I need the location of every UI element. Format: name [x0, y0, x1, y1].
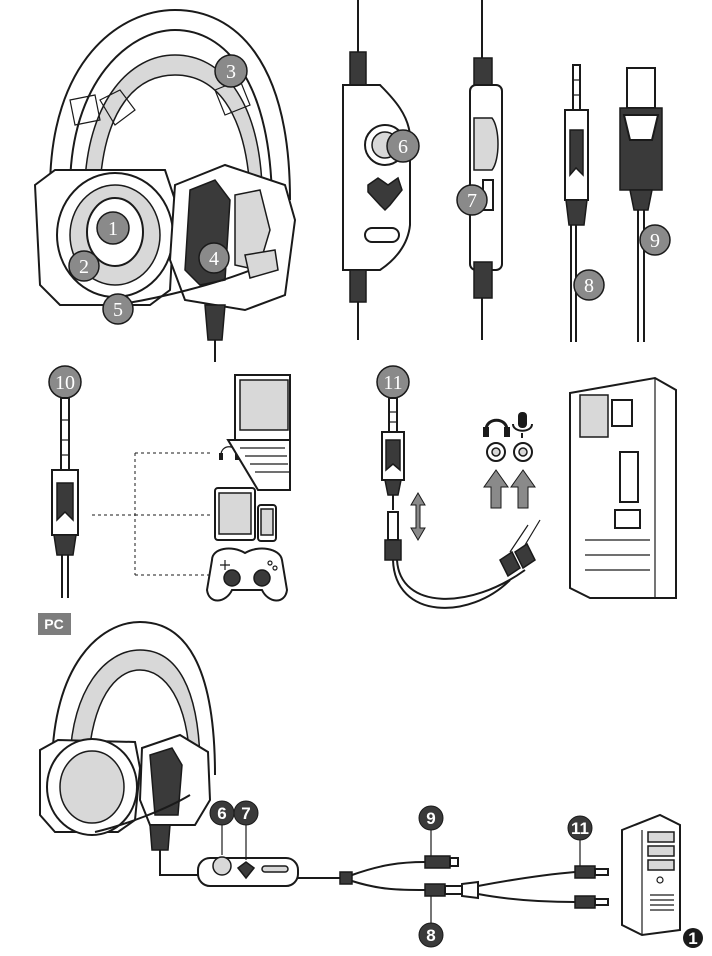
inline-control-illustration: [469, 0, 503, 340]
callout-2: 2: [68, 250, 100, 282]
svg-text:9: 9: [426, 809, 435, 828]
pc-callout-9: 9: [418, 805, 444, 856]
svg-text:3: 3: [226, 61, 236, 83]
usb-plug-illustration: [619, 67, 663, 342]
svg-text:10: 10: [55, 372, 75, 394]
connection-lines: [92, 452, 210, 576]
callout-7: 7: [456, 184, 488, 216]
pc-tower-illustration: [621, 813, 681, 937]
callout-11: 11: [376, 365, 410, 399]
pc-callout-11: 11: [567, 815, 593, 866]
callout-6: 6: [386, 129, 420, 163]
arrow-up-icon: [483, 469, 536, 509]
pc-headset-illustration: [39, 620, 216, 876]
callout-8: 8: [573, 269, 605, 301]
svg-text:7: 7: [241, 804, 250, 823]
svg-text:11: 11: [383, 372, 402, 394]
headphone-jack-icon: [483, 418, 510, 462]
svg-text:1: 1: [108, 218, 118, 240]
svg-text:1: 1: [688, 929, 697, 948]
audio-plug-illustration: [564, 64, 589, 342]
svg-text:11: 11: [571, 819, 589, 838]
svg-text:8: 8: [584, 275, 594, 297]
svg-text:4: 4: [209, 248, 219, 270]
callout-10: 10: [48, 365, 82, 399]
page-marker: 1: [683, 928, 703, 948]
svg-text:PC: PC: [44, 616, 63, 632]
svg-text:6: 6: [217, 804, 226, 823]
plug-10-illustration: [51, 397, 79, 598]
callout-5: 5: [102, 293, 134, 325]
pc-badge: PC: [38, 613, 71, 635]
callout-3: 3: [214, 54, 248, 88]
volume-control-illustration: [342, 0, 411, 340]
callout-4: 4: [198, 242, 230, 274]
callout-1: 1: [96, 211, 130, 245]
svg-text:6: 6: [398, 136, 408, 158]
pc-cable-illustration: [197, 855, 609, 909]
laptop-illustration: [226, 374, 291, 491]
double-arrow-icon: [410, 492, 426, 541]
svg-text:7: 7: [467, 190, 477, 212]
tablet-illustration: [214, 487, 277, 542]
svg-text:2: 2: [79, 256, 89, 278]
svg-text:5: 5: [113, 299, 123, 321]
gamepad-illustration: [205, 547, 289, 602]
microphone-jack-icon: [512, 412, 533, 462]
svg-text:8: 8: [426, 926, 435, 945]
plug-11-illustration: [381, 397, 541, 609]
callout-9: 9: [639, 224, 671, 256]
svg-text:9: 9: [650, 230, 660, 252]
pc-tower-back-illustration: [569, 376, 677, 599]
pc-callout-8: 8: [418, 896, 444, 948]
headset-illustration: [33, 8, 297, 362]
pc-callout-6: 6: [209, 800, 235, 855]
pc-callout-7: 7: [233, 800, 259, 860]
